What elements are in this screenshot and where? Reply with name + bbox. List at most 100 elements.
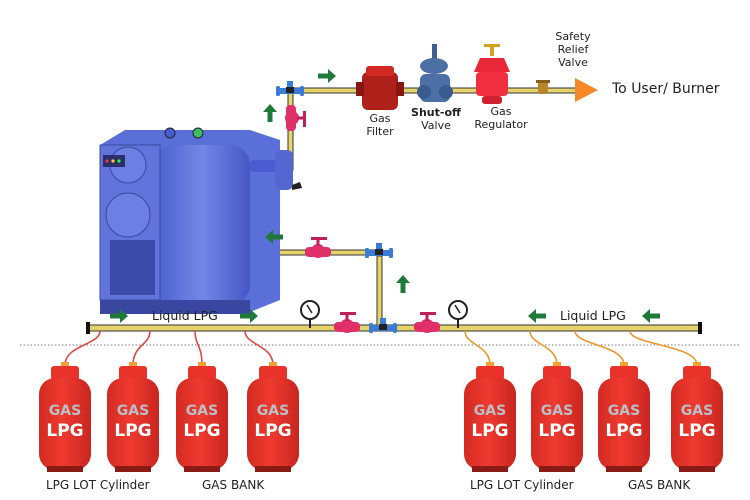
- cylinder-foot: [255, 466, 291, 472]
- shutoff-valve-label-line: Shut-off: [411, 106, 461, 119]
- cylinder-lpg-text: LPG: [46, 421, 83, 441]
- cylinder-lpg-text: LPG: [254, 421, 291, 441]
- gas-regulator-label-line: Regulator: [474, 118, 528, 131]
- lpg-cylinder: GAS LPG: [531, 362, 583, 472]
- cylinder-lpg-text: LPG: [538, 421, 575, 441]
- cylinder-gas-text: GAS: [608, 403, 640, 419]
- lpg-cylinder: GAS LPG: [107, 362, 159, 472]
- hose-line: [194, 330, 203, 366]
- hose-line: [529, 330, 558, 366]
- lpg-cylinder: GAS LPG: [671, 362, 723, 472]
- cylinder-body: [107, 378, 159, 470]
- cylinder-lpg-text: LPG: [605, 421, 642, 441]
- pressure-gauge-left-icon: [300, 300, 320, 329]
- lpg-cylinder: GAS LPG: [598, 362, 650, 472]
- tee-fitting-icon: [276, 81, 304, 96]
- safety-relief-valve-icon: [536, 80, 550, 94]
- gas-regulator-icon: [474, 44, 510, 104]
- cylinder-gas-text: GAS: [681, 403, 713, 419]
- outlet-arrow-icon: [575, 78, 598, 102]
- hose-line: [64, 330, 101, 366]
- cylinder-valve: [198, 362, 206, 368]
- cylinder-valve: [693, 362, 701, 368]
- cylinder-foot: [115, 466, 151, 472]
- hose-line: [574, 330, 625, 366]
- cylinder-foot: [472, 466, 508, 472]
- cylinder-valve: [269, 362, 277, 368]
- flow-arrow-right-icon: [318, 69, 336, 83]
- right-bank-cylinder-label: LPG LOT Cylinder: [470, 478, 574, 492]
- cylinder-collar: [119, 366, 147, 380]
- gas-regulator-label: Gas Regulator: [468, 105, 534, 131]
- cylinder-valve: [553, 362, 561, 368]
- gas-filter-label-line: Gas: [369, 112, 391, 125]
- flow-arrow-up-icon: [263, 104, 277, 122]
- cylinder-gas-text: GAS: [541, 403, 573, 419]
- left-bank-name-label: GAS BANK: [202, 478, 265, 492]
- shutoff-valve-label-line: Valve: [421, 119, 451, 132]
- cylinder-lpg-text: LPG: [114, 421, 151, 441]
- flow-arrow-left-icon: [528, 309, 546, 323]
- tee-fitting-icon: [369, 318, 397, 333]
- cylinder-collar: [610, 366, 638, 380]
- cylinder-foot: [539, 466, 575, 472]
- cylinder-collar: [543, 366, 571, 380]
- cylinder-valve: [129, 362, 137, 368]
- tee-fitting-icon: [365, 243, 393, 258]
- lpg-cylinder: GAS LPG: [176, 362, 228, 472]
- liquid-lpg-right-label: Liquid LPG: [560, 308, 626, 323]
- cylinder-lpg-text: LPG: [471, 421, 508, 441]
- cylinder-collar: [188, 366, 216, 380]
- gas-regulator-label-line: Gas: [490, 105, 512, 118]
- cylinder-foot: [606, 466, 642, 472]
- gas-filter-icon: [356, 66, 404, 110]
- cylinder-foot: [679, 466, 715, 472]
- cylinder-body: [176, 378, 228, 470]
- cylinder-body: [464, 378, 516, 470]
- hose-line: [132, 330, 151, 366]
- gas-bank-left: GAS LPG GAS LPG GAS LPG GAS LPG: [39, 330, 299, 472]
- cylinder-body: [531, 378, 583, 470]
- cylinder-collar: [683, 366, 711, 380]
- liquid-lpg-left-label: Liquid LPG: [152, 308, 218, 323]
- cylinder-foot: [47, 466, 83, 472]
- pressure-gauge-right-icon: [448, 300, 468, 329]
- cylinder-body: [598, 378, 650, 470]
- safety-relief-valve-label-line: Safety: [555, 30, 591, 43]
- header-valve-right-icon: [414, 312, 440, 333]
- inlet-valve-icon: [305, 237, 331, 258]
- header-valve-left-icon: [334, 312, 360, 333]
- cylinder-body: [39, 378, 91, 470]
- right-bank-name-label: GAS BANK: [628, 478, 691, 492]
- hose-line: [629, 330, 698, 366]
- vaporizer-unit: [99, 127, 302, 314]
- cylinder-valve: [61, 362, 69, 368]
- cylinder-foot: [184, 466, 220, 472]
- to-user-burner-label: To User/ Burner: [612, 81, 720, 97]
- flow-arrow-up-icon: [396, 275, 410, 293]
- cylinder-lpg-text: LPG: [183, 421, 220, 441]
- gas-filter-label-line: Filter: [366, 125, 394, 138]
- safety-relief-valve-label-line: Relief: [557, 43, 589, 56]
- left-bank-cylinder-label: LPG LOT Cylinder: [46, 478, 150, 492]
- cylinder-gas-text: GAS: [257, 403, 289, 419]
- cylinder-gas-text: GAS: [49, 403, 81, 419]
- cylinder-valve: [486, 362, 494, 368]
- lpg-cylinder: GAS LPG: [39, 362, 91, 472]
- vapor-outlet-valve-icon: [285, 105, 306, 131]
- shutoff-valve-icon: [417, 44, 453, 102]
- cylinder-body: [247, 378, 299, 470]
- gas-filter-label: Gas Filter: [360, 112, 400, 138]
- cylinder-gas-text: GAS: [186, 403, 218, 419]
- cylinder-lpg-text: LPG: [678, 421, 715, 441]
- cylinder-collar: [476, 366, 504, 380]
- cylinder-collar: [51, 366, 79, 380]
- shutoff-valve-label: Shut-off Valve: [410, 106, 462, 132]
- cylinder-gas-text: GAS: [117, 403, 149, 419]
- safety-relief-valve-label: Safety Relief Valve: [548, 30, 598, 69]
- lpg-cylinder: GAS LPG: [247, 362, 299, 472]
- hose-line: [464, 330, 491, 366]
